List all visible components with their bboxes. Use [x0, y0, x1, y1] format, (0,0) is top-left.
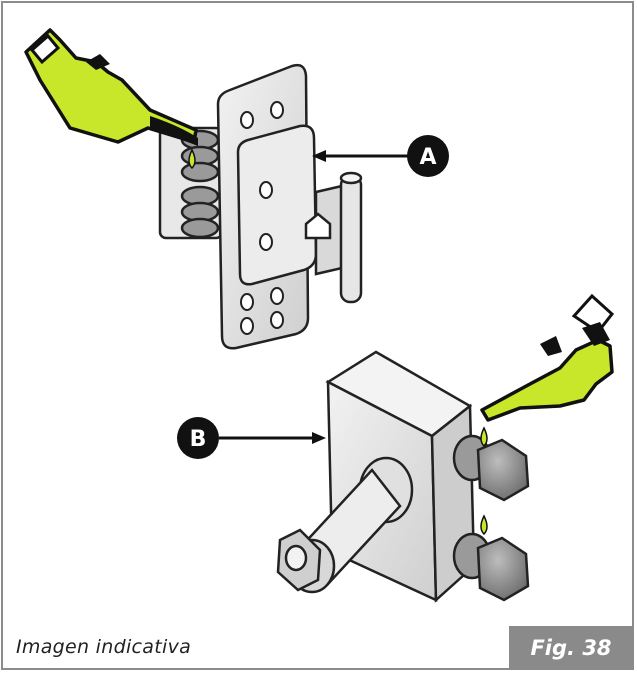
front-pad	[236, 124, 318, 286]
callout-a-label: A	[419, 145, 436, 170]
bolt-upper	[452, 434, 530, 502]
oil-drop-icon	[480, 514, 488, 536]
caption-text: Imagen indicativa	[16, 636, 192, 658]
oil-drop-icon	[188, 148, 196, 170]
bolt-lower	[452, 532, 530, 602]
figure-label: Fig. 38	[509, 626, 633, 670]
callout-a: A	[312, 135, 449, 177]
hinge-assembly-a	[158, 63, 363, 350]
callout-b-label: B	[190, 427, 207, 452]
hinge-pin	[304, 171, 363, 304]
shaft	[276, 456, 414, 594]
oil-can-upper-icon	[24, 28, 198, 170]
callout-b: B	[177, 417, 326, 459]
block-assembly-b	[276, 350, 530, 603]
spring-coils	[158, 126, 224, 240]
plate-holes	[240, 101, 284, 335]
oil-drop-icon	[480, 426, 488, 448]
oil-can-lower-icon	[480, 293, 615, 422]
